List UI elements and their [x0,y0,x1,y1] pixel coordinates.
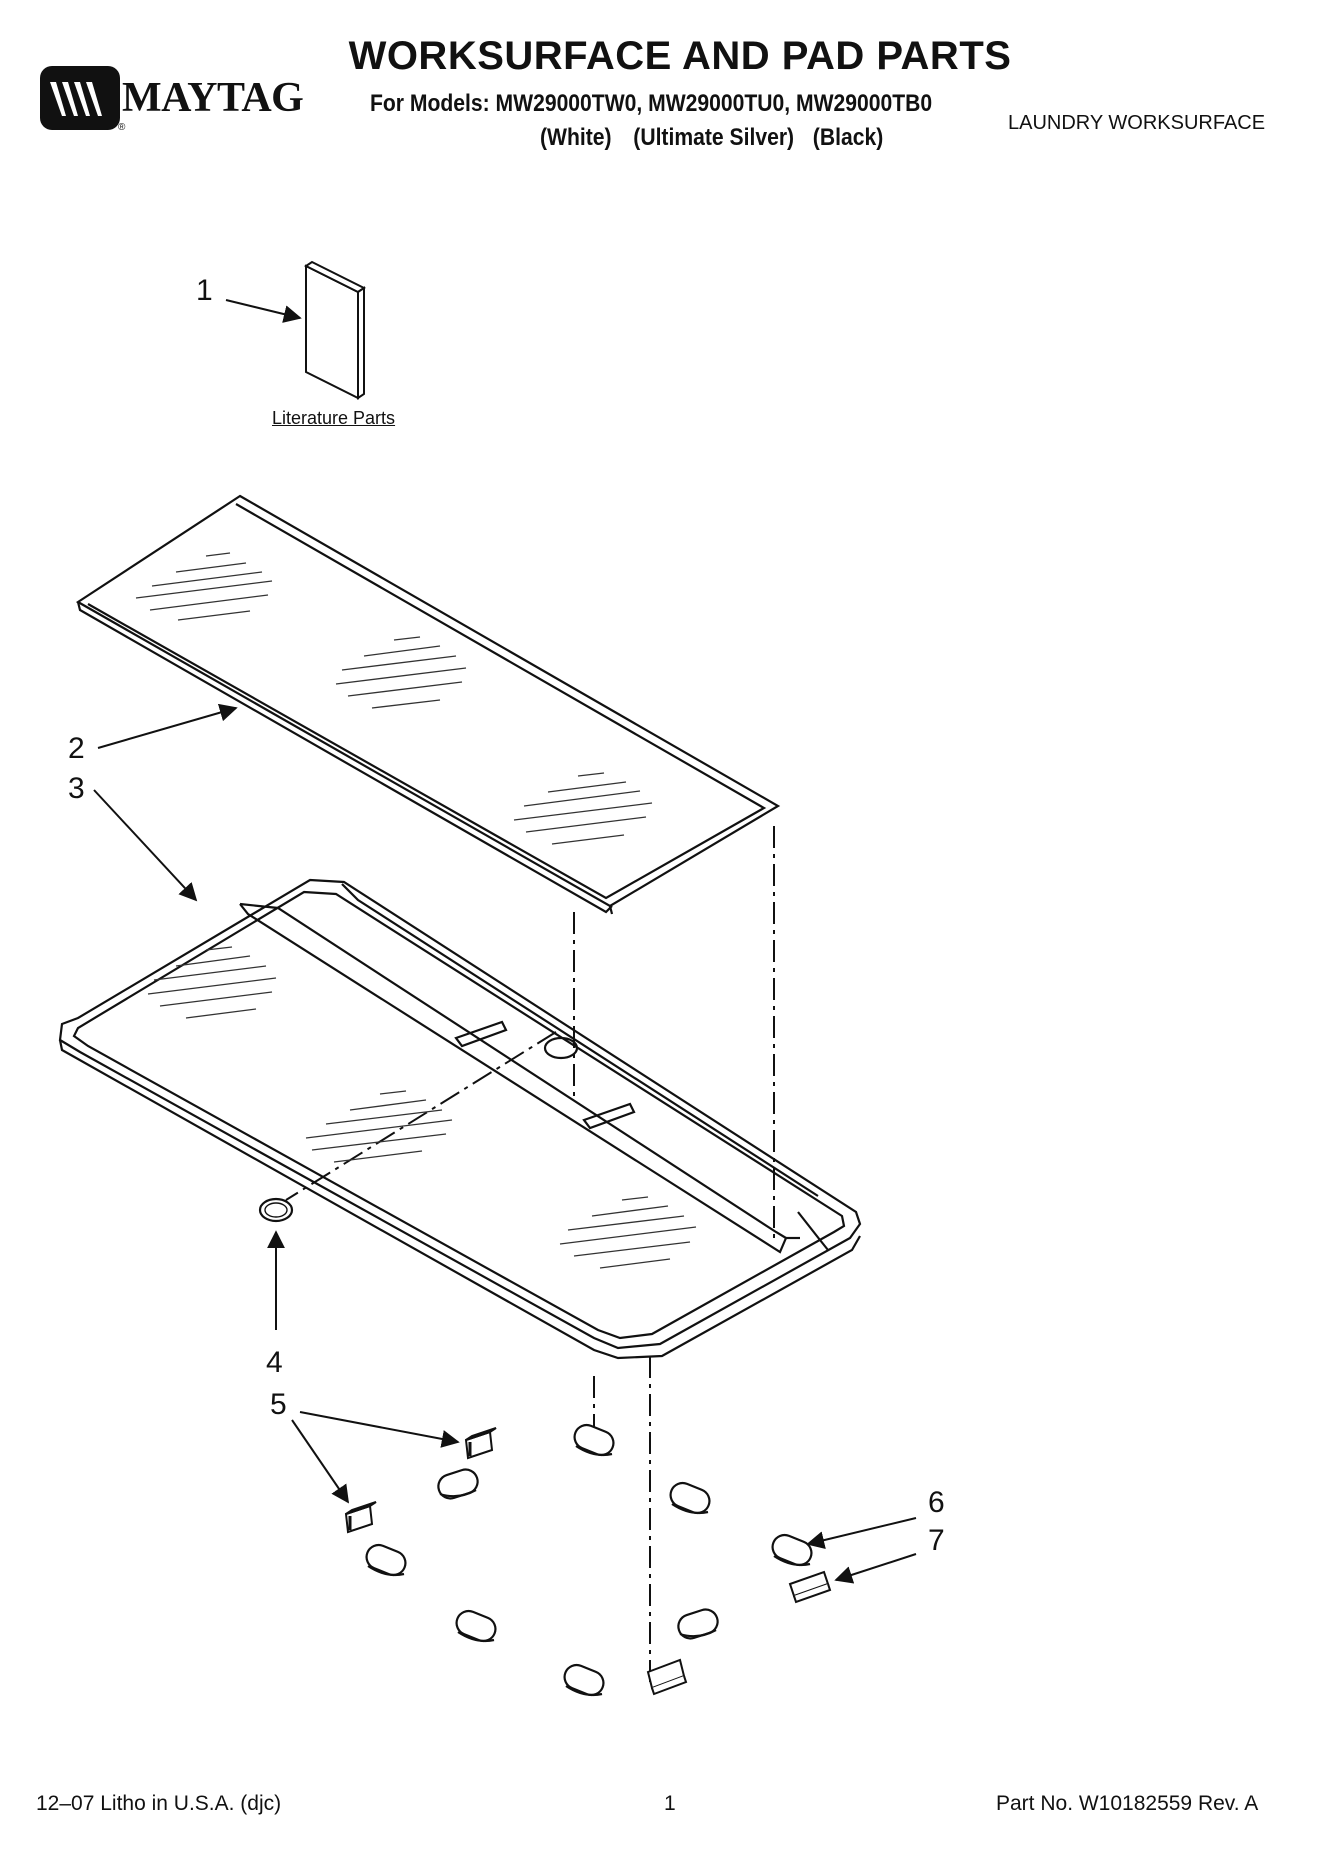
worksurface-glare-lines [135,552,653,845]
color-ultimate-silver: (Ultimate Silver) [633,124,795,151]
color-variants: (White) (Ultimate Silver) (Black) [540,124,883,152]
callout-5: 5 [270,1388,287,1421]
callout-arrow-7 [834,1553,917,1584]
oval-pad [669,1481,711,1515]
callout-2: 2 [68,732,85,765]
color-white: (White) [540,124,612,151]
grommet-inner [264,1202,288,1218]
section-name: LAUNDRY WORKSURFACE [1008,112,1266,134]
oval-pad [455,1609,497,1643]
models-line: For Models: MW29000TW0, MW29000TU0, MW29… [370,90,933,117]
callout-3: 3 [68,772,85,805]
oval-pad [437,1468,479,1500]
callout-1: 1 [196,274,213,307]
callout-7: 7 [928,1524,945,1557]
page-number: 1 [664,1792,676,1815]
callout-arrow-1 [225,299,302,323]
registered-mark: ® [118,122,126,133]
oval-pads [365,1423,813,1697]
bumper-rect-a [464,1427,497,1460]
callout-4: 4 [266,1346,283,1379]
literature-booklet [304,260,366,400]
oval-pad [573,1423,615,1457]
part-number: Part No. W10182559 Rev. A [996,1792,1259,1815]
page-title: WORKSURFACE AND PAD PARTS [348,34,1012,78]
alignment-lines [285,826,775,1686]
worksurface-tray [58,878,862,1360]
callout-arrow-2 [97,703,238,749]
oval-pad [563,1663,605,1697]
worksurface-panel [75,494,781,915]
callout-arrow-5a [299,1411,460,1448]
tray-glare-lines [147,946,697,1269]
flat-pad-a [788,1570,832,1604]
oval-pad [365,1543,407,1577]
color-black: (Black) [812,124,884,151]
brand-name: MAYTAG [122,75,304,121]
callout-arrow-3 [93,789,198,902]
flat-pad-b [646,1658,688,1696]
brand-logo: MAYTAG ® [40,66,320,133]
oval-pad [771,1533,813,1567]
literature-parts-label: Literature Parts [272,408,396,428]
callout-6: 6 [928,1486,945,1519]
maytag-logo-mark [40,66,120,130]
bumper-rect-b [344,1501,377,1534]
footer-litho: 12–07 Litho in U.S.A. (djc) [36,1792,282,1815]
oval-pad [677,1608,719,1640]
callout-arrow-5b [291,1419,350,1504]
callout-arrow-6 [806,1517,917,1549]
